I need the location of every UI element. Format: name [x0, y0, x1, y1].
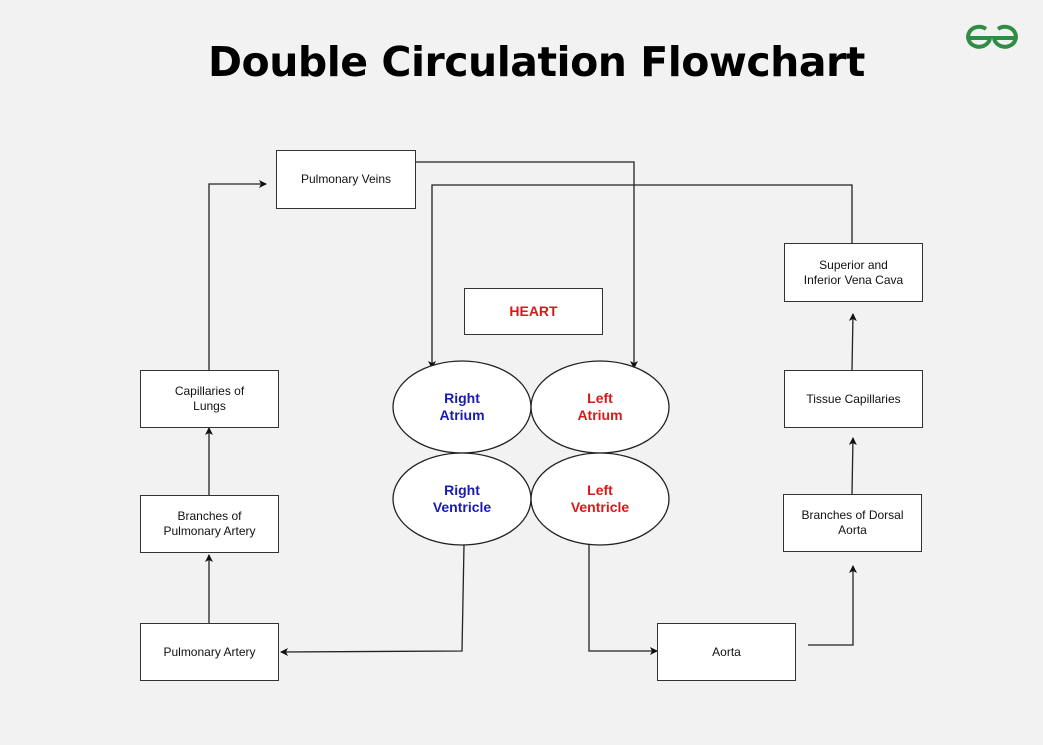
- aorta-node: Aorta: [657, 623, 796, 681]
- dorsal-aorta-branches-label-line1: Branches of Dorsal: [801, 508, 904, 522]
- heart-node: HEART: [464, 288, 603, 335]
- left-ventricle-label-line2: Ventricle: [570, 499, 630, 515]
- pulmonary-artery-branches-label-line2: Pulmonary Artery: [163, 524, 256, 538]
- pulmonary-veins-node: Pulmonary Veins: [276, 150, 416, 209]
- pulmonary-artery-branches-label-line1: Branches of: [177, 509, 242, 523]
- vena-cava-label-line1: Superior and: [819, 257, 888, 272]
- pulmonary-artery-node: Pulmonary Artery: [140, 623, 279, 681]
- dorsal-aorta-branches-label-line2: Aorta: [838, 523, 867, 537]
- edge-rv-to-pulmonary-artery: [280, 544, 465, 656]
- right-atrium-label-line2: Atrium: [439, 407, 485, 423]
- edge-lv-to-aorta: [588, 545, 658, 655]
- left-atrium-label-line1: Left: [587, 390, 613, 406]
- edge-aorta-to-dorsal-branches: [808, 565, 857, 646]
- aorta-label: Aorta: [712, 644, 741, 659]
- pulmonary-veins-label: Pulmonary Veins: [300, 172, 392, 186]
- tissue-capillaries-node: Tissue Capillaries: [784, 370, 923, 428]
- edge-tissue-capillaries-to-vena-cava: [848, 313, 857, 371]
- left-ventricle-shape: [530, 452, 670, 546]
- edge-lung-capillaries-to-pulmonary-veins: [208, 180, 267, 370]
- lung-capillaries-label-line1: Capillaries of: [174, 384, 245, 398]
- pulmonary-artery-label: Pulmonary Artery: [163, 644, 256, 659]
- right-ventricle-label-line1: Right: [444, 482, 480, 498]
- left-ventricle-label-line1: Left: [587, 482, 613, 498]
- diagram-title: Double Circulation Flowchart: [208, 38, 865, 86]
- edge-vena-cava-to-right-atrium: [428, 184, 853, 369]
- left-atrium-label-line2: Atrium: [577, 407, 623, 423]
- heart-label: HEART: [509, 303, 558, 319]
- edge-dorsal-branches-to-tissue-capillaries: [848, 437, 857, 495]
- right-atrium-label-line1: Right: [444, 390, 480, 406]
- right-ventricle-label-line2: Ventricle: [432, 499, 492, 515]
- geeksforgeeks-logo-icon: [966, 24, 1018, 49]
- lung-capillaries-label-line2: Lungs: [193, 399, 226, 413]
- edge-pulmonary-veins-to-left-atrium: [415, 161, 638, 369]
- tissue-capillaries-label: Tissue Capillaries: [806, 391, 901, 406]
- vena-cava-label-line2: Inferior Vena Cava: [803, 272, 904, 287]
